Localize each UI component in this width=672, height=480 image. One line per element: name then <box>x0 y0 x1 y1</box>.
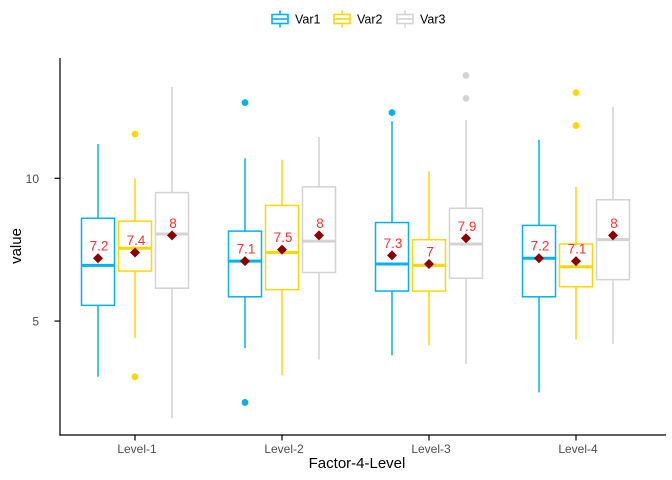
boxplot-key-icon <box>271 10 289 28</box>
mean-diamond-icon <box>240 256 250 267</box>
mean-label: 7.5 <box>274 230 293 245</box>
x-tick-label-level-3: Level-3 <box>411 442 451 456</box>
x-axis-title: Factor-4-Level <box>309 455 406 472</box>
mean-label: 7.1 <box>568 242 587 257</box>
box-var1-level-4: 7.2 <box>521 139 557 393</box>
mean-diamond-icon <box>424 258 434 269</box>
box-var1-level-2: 7.1 <box>227 99 263 406</box>
outlier-point <box>388 109 396 117</box>
y-tick-label: 5 <box>32 315 39 329</box>
outlier-point <box>241 399 249 406</box>
box-var1-level-1: 7.2 <box>80 144 116 377</box>
legend-item-var3: Var3 <box>396 10 446 28</box>
outlier-point <box>241 99 249 107</box>
legend-item-var1: Var1 <box>271 10 321 28</box>
mean-label: 7.3 <box>384 236 403 251</box>
mean-diamond-icon <box>461 233 471 244</box>
mean-label: 7.1 <box>237 242 256 257</box>
mean-diamond-icon <box>277 244 287 255</box>
mean-label: 7 <box>426 244 434 259</box>
mean-diamond-icon <box>534 253 544 264</box>
y-axis-title: value <box>8 228 25 264</box>
mean-label: 7.2 <box>90 239 109 254</box>
box-var1-level-3: 7.3 <box>374 109 410 356</box>
outlier-point <box>572 122 580 129</box>
legend-label: Var2 <box>357 13 383 27</box>
outlier-point <box>462 72 470 79</box>
outlier-point <box>462 94 470 102</box>
box-var3-level-1: 8 <box>154 86 190 419</box>
x-tick-label-level-2: Level-2 <box>264 442 304 456</box>
mean-diamond-icon <box>93 253 103 264</box>
boxplot-key-icon <box>396 10 414 28</box>
x-tick-label-level-4: Level-4 <box>558 442 598 456</box>
mean-diamond-icon <box>608 230 618 241</box>
box-var3-level-2: 8 <box>301 136 337 360</box>
mean-diamond-icon <box>130 247 140 258</box>
box-var3-level-3: 7.9 <box>448 72 484 364</box>
mean-diamond-icon <box>314 230 324 241</box>
outlier-point <box>131 130 139 138</box>
legend-item-var2: Var2 <box>333 10 383 28</box>
outlier-point <box>572 89 580 97</box>
box-rect <box>117 220 153 272</box>
mean-label: 8 <box>316 216 324 231</box>
box-var3-level-4: 8 <box>595 106 631 344</box>
mean-label: 7.2 <box>531 239 550 254</box>
box-var2-level-4: 7.1 <box>558 89 594 340</box>
legend: Var1 Var2 Var3 <box>271 10 446 28</box>
mean-diamond-icon <box>571 256 581 267</box>
mean-label: 8 <box>610 216 618 231</box>
box-rect <box>301 186 337 274</box>
mean-diamond-icon <box>387 250 397 261</box>
plot-marks: 7.2 7.1 7.3 7.2 7.4 7.5 7 7.1 8 8 7.9 8 <box>80 72 631 419</box>
box-var2-level-2: 7.5 <box>264 159 300 376</box>
x-tick-label-level-1: Level-1 <box>117 442 157 456</box>
y-tick-label: 10 <box>26 172 40 186</box>
boxplot-key-icon <box>333 10 351 28</box>
mean-label: 8 <box>169 216 177 231</box>
mean-diamond-icon <box>167 230 177 241</box>
outlier-point <box>131 373 139 381</box>
mean-label: 7.4 <box>127 233 146 248</box>
legend-label: Var3 <box>420 13 446 27</box>
mean-label: 7.9 <box>458 219 477 234</box>
legend-label: Var1 <box>295 13 321 27</box>
box-var2-level-1: 7.4 <box>117 130 153 381</box>
box-var2-level-3: 7 <box>411 171 447 346</box>
